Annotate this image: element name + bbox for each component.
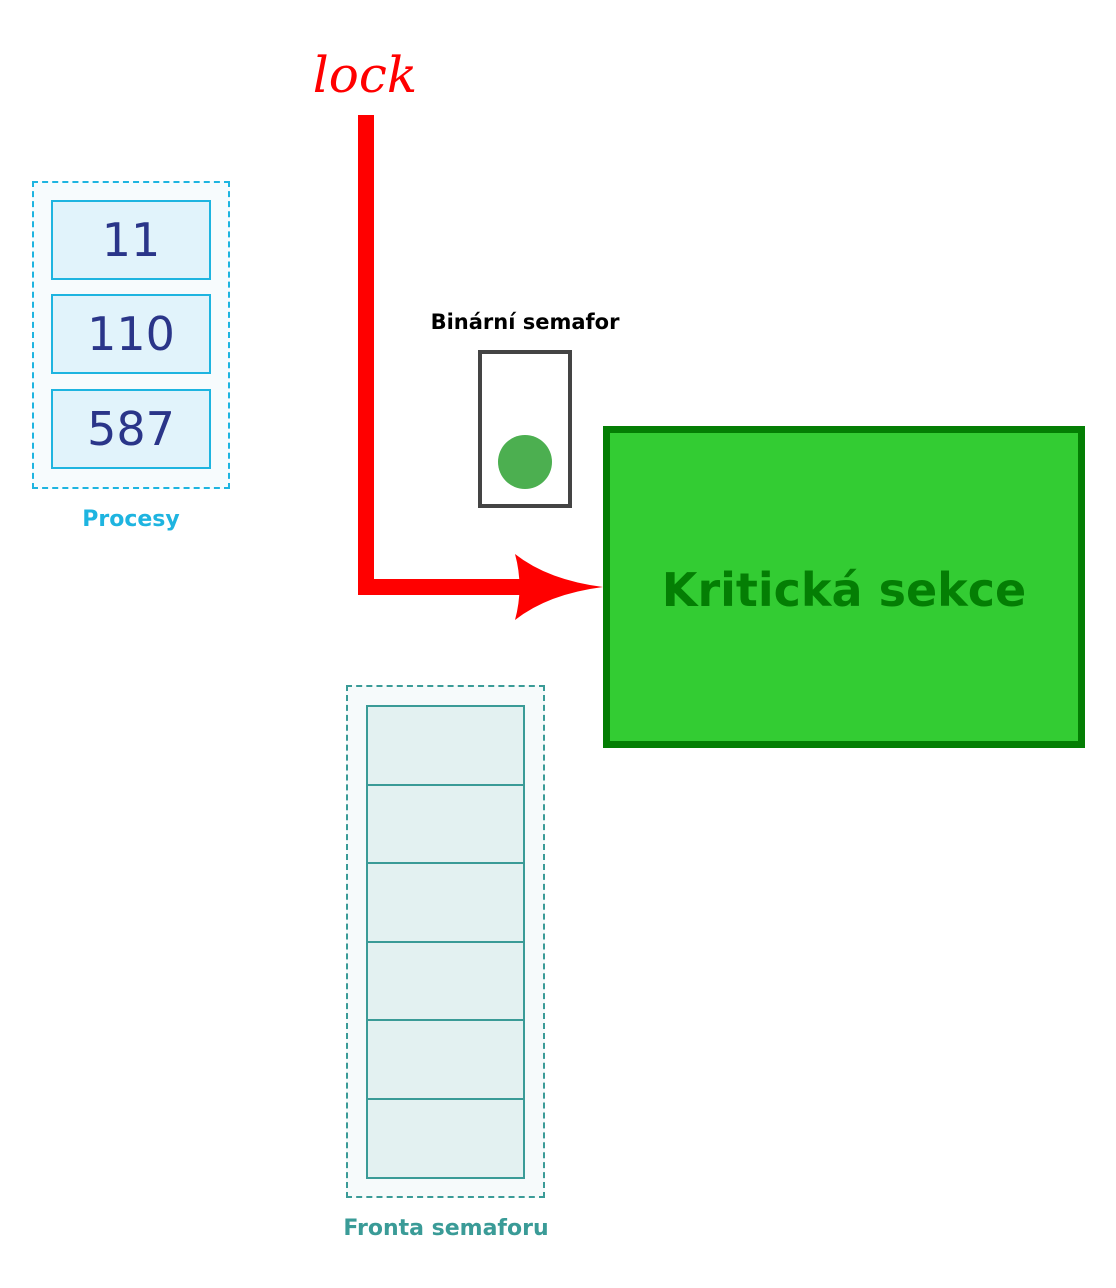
queue-slot (366, 1019, 525, 1100)
semaphore-label: Binární semafor (430, 310, 620, 334)
lock-arrow-line (358, 115, 520, 595)
semaphore-token (498, 435, 552, 489)
queue-slot (366, 941, 525, 1022)
queue-slot (366, 1098, 525, 1179)
queue-slot (366, 862, 525, 943)
queue-label: Fronta semaforu (343, 1216, 549, 1241)
queue-slot (366, 784, 525, 865)
critical-section-box (603, 426, 1085, 748)
lock-label: lock (312, 46, 418, 104)
queue-slot (366, 705, 525, 786)
process-item: 110 (51, 294, 211, 374)
lock-arrow-head (515, 554, 603, 620)
process-item: 11 (51, 200, 211, 280)
processes-label: Procesy (82, 507, 180, 532)
process-item: 587 (51, 389, 211, 469)
critical-section-label: Kritická sekce (661, 563, 1027, 617)
